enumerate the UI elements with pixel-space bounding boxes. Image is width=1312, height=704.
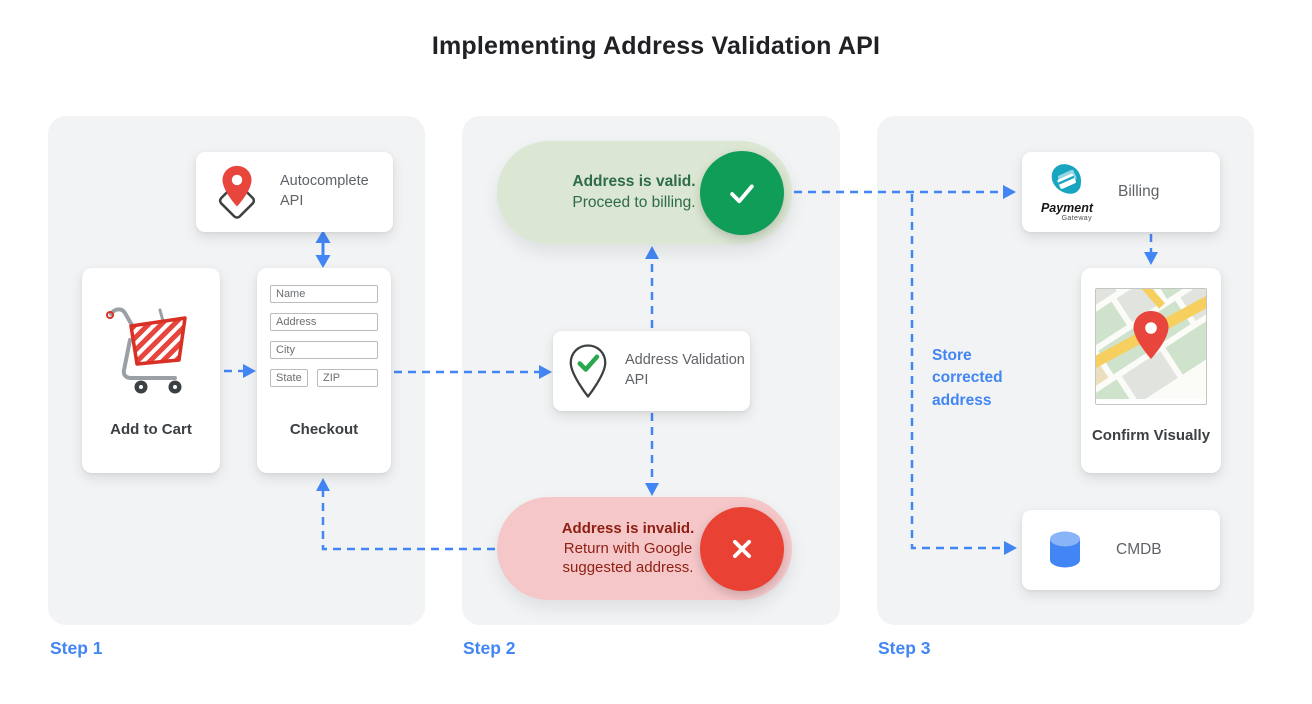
address-valid-banner: Address is valid. Proceed to billing. bbox=[497, 141, 792, 244]
valid-title: Address is valid. bbox=[572, 173, 696, 191]
checkmark-icon bbox=[700, 150, 784, 235]
zip-field[interactable] bbox=[317, 369, 378, 387]
state-field[interactable] bbox=[270, 369, 308, 387]
billing-card: Payment Gateway Billing bbox=[1022, 152, 1220, 232]
address-validation-api-card: Address Validation API bbox=[553, 331, 750, 411]
valid-subtitle: Proceed to billing. bbox=[572, 193, 696, 211]
name-field[interactable] bbox=[270, 285, 378, 303]
add-to-cart-label: Add to Cart bbox=[110, 421, 192, 438]
autocomplete-api-label: Autocomplete API bbox=[280, 173, 369, 209]
confirm-visually-card: Confirm Visually bbox=[1081, 268, 1221, 473]
payment-gateway-logo: Payment Gateway bbox=[1038, 162, 1096, 223]
billing-label: Billing bbox=[1118, 182, 1160, 200]
add-to-cart-card: Add to Cart bbox=[82, 268, 220, 473]
step2-label: Step 2 bbox=[463, 638, 516, 658]
cross-icon bbox=[700, 506, 784, 591]
shopping-cart-icon bbox=[101, 292, 201, 407]
autocomplete-api-card: Autocomplete API bbox=[196, 152, 393, 232]
step1-label: Step 1 bbox=[50, 638, 103, 658]
address-invalid-banner: Address is invalid. Return with Google s… bbox=[497, 497, 792, 600]
confirm-visually-label: Confirm Visually bbox=[1091, 427, 1211, 444]
address-validation-api-label: Address Validation API bbox=[625, 352, 745, 388]
payment-gateway-logo-title: Payment bbox=[1040, 200, 1094, 215]
cmdb-card: CMDB bbox=[1022, 510, 1220, 590]
step3-label: Step 3 bbox=[878, 638, 931, 658]
payment-gateway-logo-subtitle: Gateway bbox=[1061, 215, 1092, 223]
checkout-label: Checkout bbox=[289, 421, 359, 438]
city-field[interactable] bbox=[270, 341, 378, 359]
map-pin-diamond-icon bbox=[208, 162, 266, 222]
store-corrected-address-note: Store corrected address bbox=[932, 347, 1003, 409]
map-thumbnail bbox=[1095, 288, 1207, 405]
checkout-card: Checkout bbox=[257, 268, 391, 473]
invalid-subtitle: Return with Google suggested address. bbox=[562, 539, 694, 577]
page-title: Implementing Address Validation API bbox=[431, 32, 881, 60]
checkout-form bbox=[270, 285, 378, 397]
database-icon bbox=[1042, 526, 1088, 574]
invalid-title: Address is invalid. bbox=[561, 520, 695, 538]
cmdb-label: CMDB bbox=[1116, 540, 1162, 558]
address-field[interactable] bbox=[270, 313, 378, 331]
map-pin-check-icon bbox=[567, 340, 609, 402]
